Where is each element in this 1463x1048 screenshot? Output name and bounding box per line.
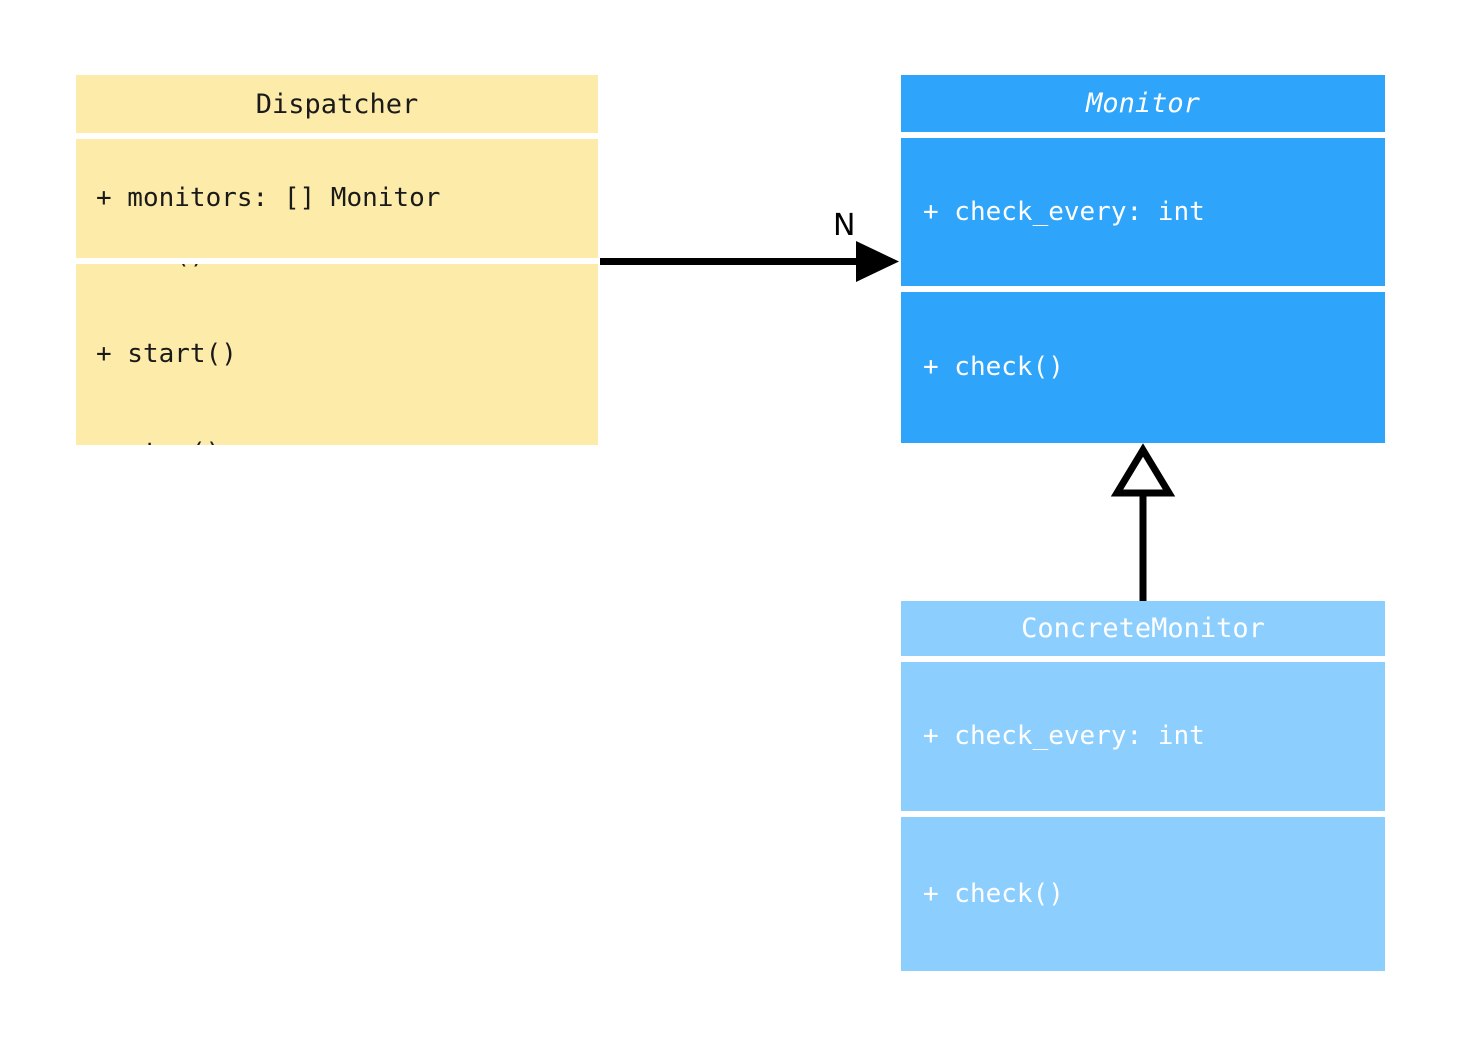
generalization-arrowhead-hollow-triangle xyxy=(1110,443,1176,497)
class-box-monitor[interactable]: Monitor + check_every: int + check() xyxy=(901,75,1385,443)
attributes-compartment-dispatcher: + monitors: [] Monitor xyxy=(76,139,598,258)
attributes-compartment-monitor: + check_every: int xyxy=(901,138,1385,286)
method-list-monitor: + check() xyxy=(923,292,1064,443)
association-dispatcher-to-monitor xyxy=(600,241,899,282)
method-list-concrete-monitor: + check() xyxy=(923,817,1064,971)
method-item: + start() xyxy=(96,339,237,369)
association-arrowhead-filled-triangle xyxy=(856,241,899,282)
method-item: + run() xyxy=(96,264,237,272)
class-box-concrete-monitor[interactable]: ConcreteMonitor + check_every: int + che… xyxy=(901,601,1385,971)
class-box-dispatcher[interactable]: Dispatcher + monitors: [] Monitor + run(… xyxy=(76,75,598,445)
attribute-item: + check_every: int xyxy=(923,721,1205,751)
attribute-item: + monitors: [] Monitor xyxy=(96,183,441,213)
methods-compartment-monitor: + check() xyxy=(901,292,1385,443)
class-name-concrete-monitor: ConcreteMonitor xyxy=(1021,613,1265,644)
attributes-compartment-concrete-monitor: + check_every: int xyxy=(901,662,1385,811)
class-name-dispatcher: Dispatcher xyxy=(255,88,419,120)
method-list-dispatcher: + run() + start() + stop() xyxy=(96,264,237,445)
attribute-list-dispatcher: + monitors: [] Monitor xyxy=(96,139,440,258)
attribute-list-monitor: + check_every: int xyxy=(923,138,1205,286)
attribute-item: + check_every: int xyxy=(923,196,1205,227)
method-item: + check() xyxy=(923,352,1064,382)
method-item: + check() xyxy=(923,878,1064,909)
class-name-compartment-dispatcher: Dispatcher xyxy=(76,75,598,133)
generalization-concrete-monitor-to-monitor xyxy=(1110,443,1176,601)
method-item: + stop() xyxy=(96,437,237,445)
attribute-list-concrete-monitor: + check_every: int xyxy=(923,662,1205,811)
class-name-monitor: Monitor xyxy=(1086,88,1200,119)
association-multiplicity-label: N xyxy=(833,208,856,243)
methods-compartment-concrete-monitor: + check() xyxy=(901,817,1385,971)
class-name-compartment-monitor: Monitor xyxy=(901,75,1385,132)
methods-compartment-dispatcher: + run() + start() + stop() xyxy=(76,264,598,445)
class-name-compartment-concrete-monitor: ConcreteMonitor xyxy=(901,601,1385,656)
